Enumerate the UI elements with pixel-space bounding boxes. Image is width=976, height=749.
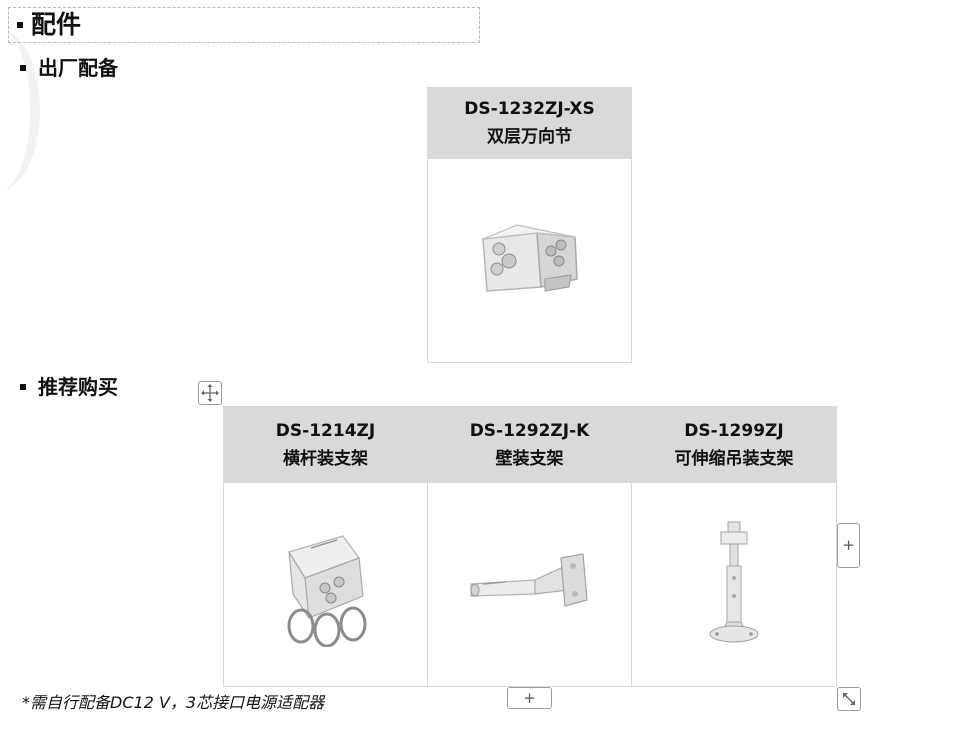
move-handle-icon (201, 384, 219, 402)
product-model: DS-1214ZJ (275, 420, 376, 441)
table-move-handle[interactable] (198, 381, 222, 405)
product-header-cell: DS-1299ZJ 可伸缩吊装支架 (631, 406, 837, 483)
wall-mount-bracket-icon (469, 552, 588, 607)
product-model: DS-1292ZJ-K (469, 420, 590, 441)
product-name: 横杆装支架 (283, 448, 368, 469)
product-image-cell (223, 482, 428, 687)
product-name: 双层万向节 (487, 127, 572, 147)
add-row-button[interactable]: + (507, 687, 552, 709)
product-header-cell: DS-1214ZJ 横杆装支架 (223, 406, 428, 483)
product-image-cell (427, 482, 632, 687)
section-heading-text: 推荐购买 (38, 375, 118, 399)
add-column-button[interactable]: + (837, 523, 860, 568)
telescopic-pendant-bracket-icon (709, 521, 759, 642)
pole-mount-bracket-icon (287, 535, 366, 647)
resize-handle-icon (843, 693, 855, 705)
recommended-accessory-table: DS-1214ZJ 横杆装支架 DS-1292ZJ-K 壁装支架 DS-1299… (223, 406, 837, 687)
section-heading-text: 出厂配备 (38, 56, 118, 80)
factory-accessory-table: DS-1232ZJ-XS 双层万向节 (427, 87, 632, 363)
product-header-cell: DS-1232ZJ-XS 双层万向节 (427, 87, 632, 159)
product-image-cell (631, 482, 837, 687)
decorative-background-curve (0, 30, 40, 190)
title-bullet (17, 22, 23, 28)
product-name: 壁装支架 (495, 448, 564, 469)
section-bullet (20, 65, 26, 71)
table-resize-handle[interactable] (837, 687, 861, 711)
product-header-cell: DS-1292ZJ-K 壁装支架 (427, 406, 632, 483)
product-name: 可伸缩吊装支架 (674, 448, 794, 469)
product-image-cell (427, 158, 632, 363)
universal-joint-bracket-icon (481, 223, 578, 292)
footnote-text: *需自行配备DC12 V，3芯接口电源适配器 (22, 693, 325, 712)
product-model: DS-1232ZJ-XS (464, 99, 595, 119)
product-model: DS-1299ZJ (684, 420, 784, 441)
section-bullet (20, 384, 26, 390)
page-title-box[interactable]: 配件 (8, 7, 480, 43)
page-title: 配件 (31, 10, 82, 39)
